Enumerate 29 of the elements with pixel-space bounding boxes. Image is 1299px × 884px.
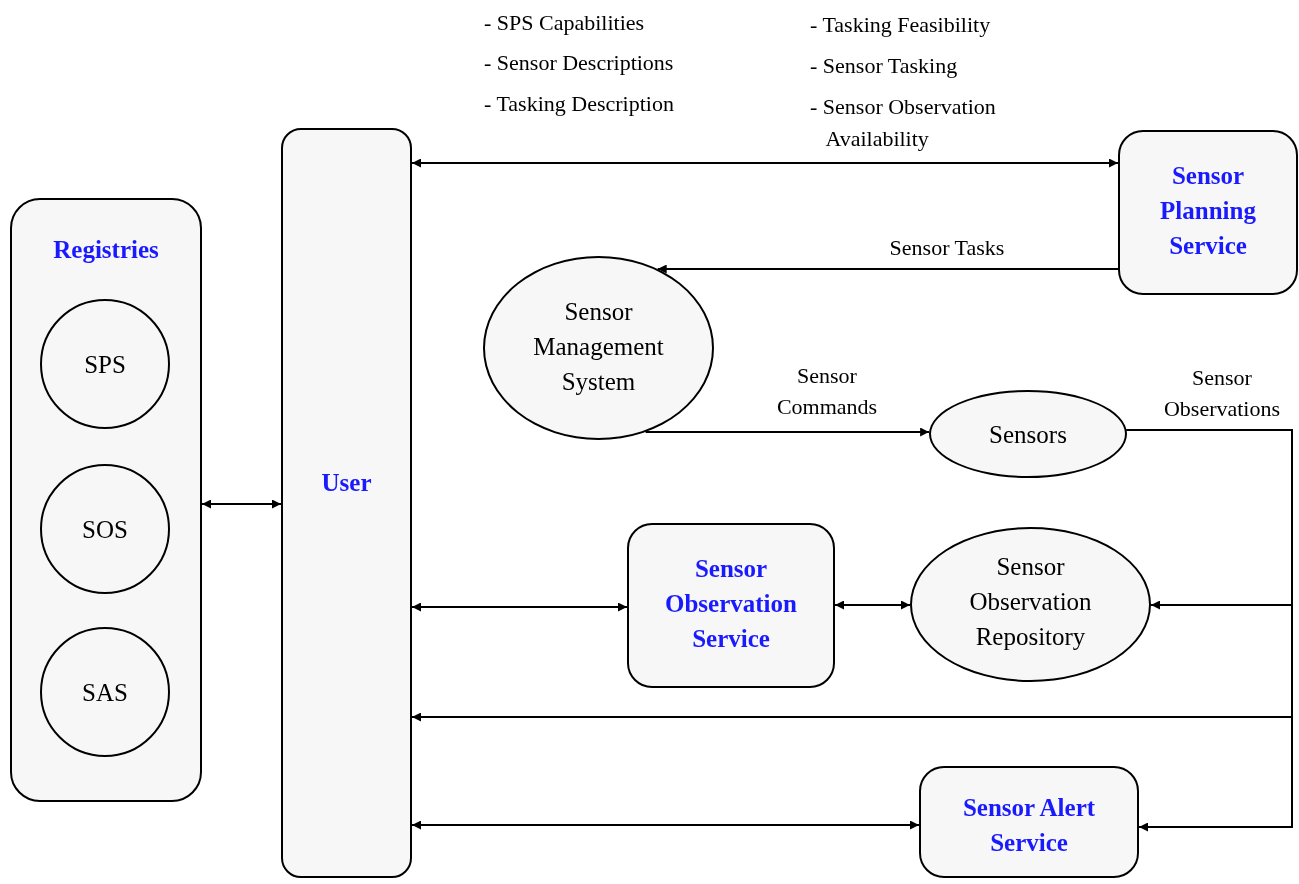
arrow (201, 499, 282, 509)
group-panel (10, 198, 202, 802)
node-label: Sensors (988, 420, 1068, 450)
node-label: Registries (52, 235, 160, 265)
note-text: - Sensor Observation Availability (810, 93, 997, 153)
note-text: - Sensor Descriptions (484, 49, 674, 77)
note-text: - Sensor Tasking (810, 52, 958, 80)
node-label: Sensor Planning Service (1159, 161, 1257, 261)
node-label: Sensor Management System (532, 297, 665, 397)
arrow (411, 820, 920, 830)
arrow (834, 600, 911, 610)
note-text: - SPS Capabilities (484, 9, 645, 37)
node-label: Sensor Observation Repository (968, 552, 1093, 652)
note-text: - Tasking Description (484, 90, 674, 118)
node-label: User (320, 468, 373, 498)
node-label: Sensor Observation Service (664, 554, 798, 654)
node-label: SAS (81, 678, 129, 708)
service-box (281, 128, 412, 878)
node-label: SPS (83, 350, 127, 380)
arrow (411, 158, 1119, 168)
node-label: Sensor Alert Service (961, 793, 1097, 858)
service-box (919, 766, 1139, 878)
service-box (627, 523, 835, 688)
arrow (644, 427, 931, 437)
note-text: - Tasking Feasibility (810, 11, 991, 39)
arrow (656, 264, 1119, 274)
arrow (411, 602, 628, 612)
node-label: SOS (81, 515, 129, 545)
service-box (1118, 130, 1298, 295)
